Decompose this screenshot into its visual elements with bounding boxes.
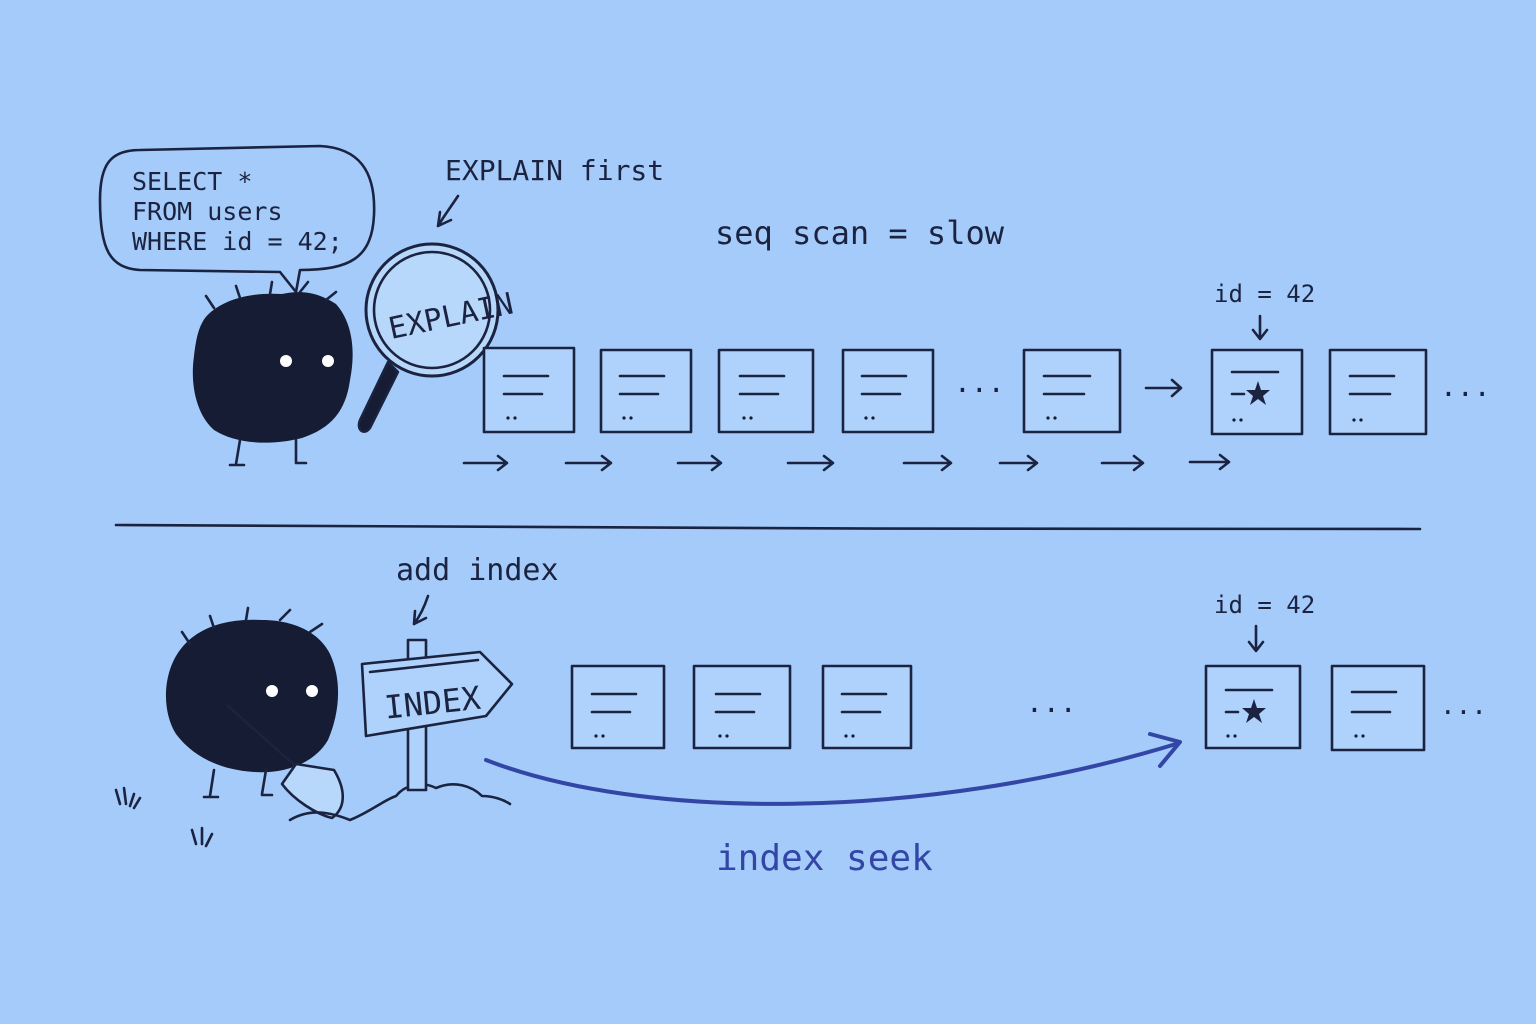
page-card	[570, 664, 666, 750]
index-row: ... id = 42 ...	[570, 591, 1487, 752]
creature-bottom-eye-right	[306, 685, 318, 697]
creature-top	[192, 280, 353, 467]
target-label-bottom: id = 42	[1214, 591, 1315, 619]
grass-tuft	[114, 786, 142, 810]
grass-tuft	[190, 826, 214, 848]
add-index-arrow-icon	[412, 594, 430, 626]
page-card	[1330, 664, 1426, 752]
explain-first-arrow-icon	[436, 194, 460, 228]
ellipsis: ...	[1440, 691, 1487, 721]
shovel-icon	[226, 704, 345, 820]
index-seek-arrow-icon	[484, 732, 1182, 806]
magnifier-icon: EXPLAIN	[357, 242, 517, 433]
target-arrow-icon	[1247, 624, 1265, 653]
seq-scan-row: ... id = 42 ...	[482, 280, 1491, 436]
page-card	[1328, 348, 1428, 436]
page-card	[717, 348, 815, 434]
star-icon	[1242, 699, 1266, 723]
creature-bottom	[165, 606, 339, 799]
creature-bottom-eye-left	[266, 685, 278, 697]
ellipsis: ...	[954, 366, 1005, 399]
target-arrow-icon	[1251, 314, 1269, 341]
creature-top-eye-right	[322, 355, 334, 367]
sql-line-where: WHERE id = 42;	[132, 227, 343, 256]
sql-line-select: SELECT *	[132, 167, 252, 196]
add-index-label: add index	[396, 553, 559, 588]
page-card	[692, 664, 792, 750]
star-icon	[1246, 381, 1270, 405]
signpost-icon: INDEX	[360, 638, 514, 792]
ellipsis: ...	[1026, 686, 1077, 719]
seq-scan-label: seq scan = slow	[715, 214, 1005, 252]
page-card	[482, 346, 576, 434]
creature-top-eye-left	[280, 355, 292, 367]
target-label-top: id = 42	[1214, 280, 1315, 308]
target-page-card	[1204, 664, 1302, 750]
arrow-icon	[1144, 378, 1183, 398]
speech-bubble: SELECT * FROM users WHERE id = 42;	[98, 144, 376, 294]
page-card	[599, 348, 693, 434]
ellipsis: ...	[1440, 370, 1491, 403]
explain-first-label: EXPLAIN first	[445, 154, 664, 187]
page-card	[1022, 348, 1122, 434]
target-page-card	[1210, 348, 1304, 436]
scan-arrows	[462, 453, 1231, 472]
section-divider	[114, 523, 1422, 531]
page-card	[821, 664, 913, 750]
index-seek-label: index seek	[716, 838, 933, 879]
sql-line-from: FROM users	[132, 197, 283, 226]
page-card	[841, 348, 935, 434]
